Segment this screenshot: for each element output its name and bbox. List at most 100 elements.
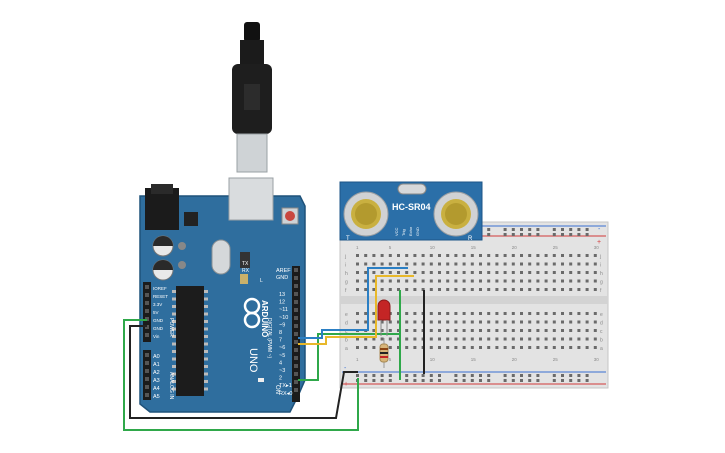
breadboard-hole[interactable]: [585, 337, 589, 341]
breadboard-hole[interactable]: [495, 312, 499, 315]
breadboard-hole[interactable]: [503, 346, 507, 349]
breadboard-hole[interactable]: [569, 288, 573, 291]
breadboard-hole[interactable]: [487, 320, 491, 324]
breadboard-hole[interactable]: [577, 254, 581, 257]
breadboard-rail-hole[interactable]: [479, 374, 482, 377]
power-pin-hole[interactable]: [145, 333, 149, 337]
breadboard-hole[interactable]: [372, 262, 376, 266]
breadboard-rail-hole[interactable]: [429, 379, 433, 382]
breadboard-rail-hole[interactable]: [421, 374, 425, 377]
breadboard-hole[interactable]: [380, 329, 384, 332]
breadboard-hole[interactable]: [495, 271, 499, 274]
breadboard-hole[interactable]: [356, 288, 359, 291]
breadboard-hole[interactable]: [446, 320, 450, 324]
breadboard-rail-hole[interactable]: [503, 228, 507, 231]
breadboard-hole[interactable]: [536, 329, 540, 332]
breadboard-hole[interactable]: [528, 254, 532, 257]
breadboard-rail-hole[interactable]: [479, 379, 482, 382]
breadboard-hole[interactable]: [561, 279, 564, 283]
breadboard-hole[interactable]: [479, 279, 482, 283]
breadboard-hole[interactable]: [462, 271, 466, 274]
power-pin-hole[interactable]: [145, 293, 149, 297]
breadboard-rail-hole[interactable]: [520, 379, 523, 382]
breadboard-hole[interactable]: [593, 279, 597, 283]
breadboard-hole[interactable]: [552, 288, 556, 291]
breadboard-hole[interactable]: [544, 271, 548, 274]
digital-pin-hole[interactable]: [294, 292, 298, 296]
breadboard-hole[interactable]: [405, 279, 409, 283]
breadboard-hole[interactable]: [569, 312, 573, 315]
breadboard-rail-hole[interactable]: [413, 379, 417, 382]
breadboard-hole[interactable]: [593, 312, 597, 315]
breadboard-hole[interactable]: [405, 254, 409, 257]
breadboard-hole[interactable]: [421, 271, 425, 274]
breadboard-hole[interactable]: [487, 346, 491, 349]
breadboard-hole[interactable]: [405, 320, 409, 324]
breadboard-hole[interactable]: [585, 279, 589, 283]
breadboard-hole[interactable]: [413, 312, 417, 315]
breadboard-hole[interactable]: [585, 271, 589, 274]
breadboard-hole[interactable]: [520, 329, 523, 332]
breadboard-hole[interactable]: [520, 279, 523, 283]
breadboard-hole[interactable]: [561, 337, 564, 341]
breadboard-hole[interactable]: [503, 288, 507, 291]
breadboard-hole[interactable]: [462, 329, 466, 332]
breadboard-hole[interactable]: [372, 254, 376, 257]
breadboard-rail-hole[interactable]: [520, 228, 523, 231]
breadboard-hole[interactable]: [364, 271, 368, 274]
breadboard-hole[interactable]: [438, 337, 441, 341]
breadboard-hole[interactable]: [495, 262, 499, 266]
breadboard-rail-hole[interactable]: [561, 228, 564, 231]
breadboard-hole[interactable]: [528, 346, 532, 349]
resistor[interactable]: [379, 338, 389, 368]
breadboard-rail-hole[interactable]: [569, 379, 573, 382]
breadboard-hole[interactable]: [503, 262, 507, 266]
breadboard-hole[interactable]: [470, 262, 474, 266]
breadboard-hole[interactable]: [397, 271, 400, 274]
led-red[interactable]: [377, 299, 391, 336]
breadboard-rail-hole[interactable]: [503, 233, 507, 236]
breadboard-hole[interactable]: [577, 346, 581, 349]
breadboard-hole[interactable]: [446, 329, 450, 332]
breadboard-hole[interactable]: [479, 337, 482, 341]
digital-pin-hole[interactable]: [294, 284, 298, 288]
breadboard-hole[interactable]: [372, 271, 376, 274]
digital-pin-hole[interactable]: [294, 388, 298, 392]
breadboard-hole[interactable]: [356, 320, 359, 324]
breadboard-hole[interactable]: [470, 312, 474, 315]
breadboard-hole[interactable]: [577, 262, 581, 266]
breadboard-hole[interactable]: [593, 337, 597, 341]
breadboard-rail-hole[interactable]: [429, 374, 433, 377]
digital-pin-hole[interactable]: [294, 276, 298, 280]
breadboard-rail-hole[interactable]: [438, 379, 441, 382]
breadboard-hole[interactable]: [397, 337, 400, 341]
breadboard-hole[interactable]: [397, 329, 400, 332]
breadboard-rail-hole[interactable]: [372, 379, 376, 382]
breadboard-hole[interactable]: [569, 346, 573, 349]
breadboard-hole[interactable]: [503, 337, 507, 341]
breadboard-hole[interactable]: [372, 346, 376, 349]
breadboard-hole[interactable]: [446, 262, 450, 266]
breadboard-hole[interactable]: [388, 288, 392, 291]
breadboard-hole[interactable]: [552, 254, 556, 257]
breadboard-rail-hole[interactable]: [561, 374, 564, 377]
breadboard-rail-hole[interactable]: [520, 233, 523, 236]
digital-pin-holes[interactable]: [294, 268, 298, 392]
breadboard-hole[interactable]: [569, 279, 573, 283]
breadboard-hole[interactable]: [397, 346, 400, 349]
breadboard-hole[interactable]: [593, 346, 597, 349]
breadboard-hole[interactable]: [413, 320, 417, 324]
breadboard-rail-hole[interactable]: [421, 379, 425, 382]
breadboard-hole[interactable]: [413, 337, 417, 341]
breadboard-hole[interactable]: [446, 279, 450, 283]
breadboard-hole[interactable]: [511, 288, 515, 291]
analog-pin-holes[interactable]: [145, 353, 149, 397]
breadboard-hole[interactable]: [479, 312, 482, 315]
breadboard-hole[interactable]: [520, 254, 523, 257]
breadboard-rail-hole[interactable]: [380, 374, 384, 377]
breadboard-hole[interactable]: [528, 262, 532, 266]
breadboard-hole[interactable]: [593, 254, 597, 257]
breadboard-hole[interactable]: [364, 262, 368, 266]
breadboard-hole[interactable]: [479, 320, 482, 324]
